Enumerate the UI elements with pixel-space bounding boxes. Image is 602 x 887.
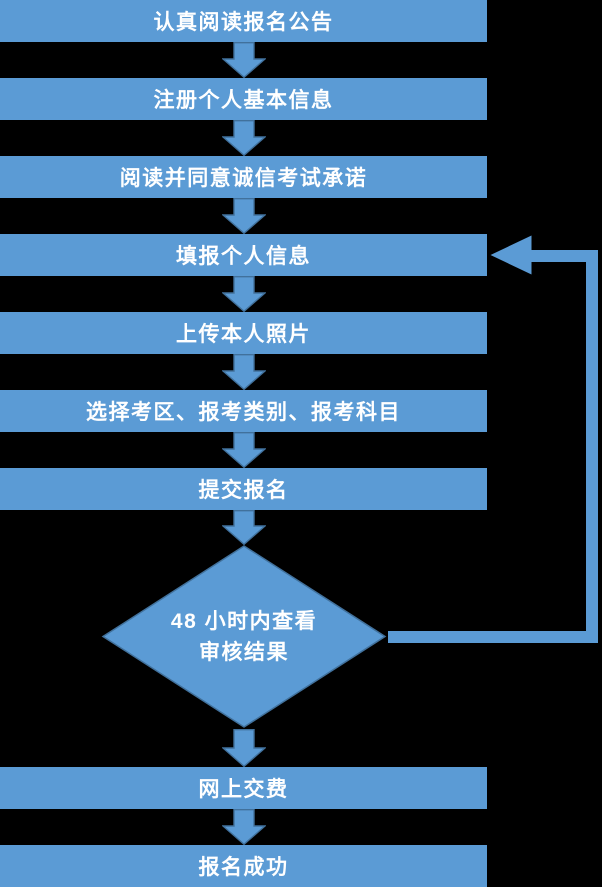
step-label: 选择考区、报考类别、报考科目 xyxy=(86,401,401,424)
decision-label-line1: 48 小时内查看 xyxy=(170,609,318,633)
step-registration-success: 报名成功 xyxy=(0,845,487,887)
decision-label-line2: 审核结果 xyxy=(198,640,289,664)
step-label: 提交报名 xyxy=(198,479,289,502)
loop-arrow-bottom-segment xyxy=(388,631,598,643)
down-arrow-6 xyxy=(222,432,266,468)
diamond-shape xyxy=(101,545,387,728)
down-arrow-2 xyxy=(222,120,266,156)
down-arrow-9 xyxy=(222,809,266,845)
step-label: 网上交费 xyxy=(198,778,289,801)
step-agree-integrity-pledge: 阅读并同意诚信考试承诺 xyxy=(0,156,487,198)
step-register-basic-info: 注册个人基本信息 xyxy=(0,78,487,120)
step-read-announcement: 认真阅读报名公告 xyxy=(0,0,487,42)
step-pay-online: 网上交费 xyxy=(0,767,487,809)
step-fill-personal-info: 填报个人信息 xyxy=(0,234,487,276)
step-label: 填报个人信息 xyxy=(176,245,311,268)
step-upload-photo: 上传本人照片 xyxy=(0,312,487,354)
down-arrow-5 xyxy=(222,354,266,390)
step-select-exam-options: 选择考区、报考类别、报考科目 xyxy=(0,390,487,432)
down-arrow-3 xyxy=(222,198,266,234)
step-label: 上传本人照片 xyxy=(176,323,311,346)
step-label: 认真阅读报名公告 xyxy=(153,11,334,34)
step-label: 阅读并同意诚信考试承诺 xyxy=(119,167,368,190)
down-arrow-1 xyxy=(222,42,266,78)
down-arrow-8 xyxy=(222,729,266,767)
loop-arrow-vertical-segment xyxy=(586,250,598,643)
step-label: 报名成功 xyxy=(198,856,289,879)
down-arrow-4 xyxy=(222,276,266,312)
down-arrow-7 xyxy=(222,510,266,545)
step-submit-registration: 提交报名 xyxy=(0,468,487,510)
loop-arrowhead-icon xyxy=(490,235,532,275)
step-check-review-decision: 48 小时内查看 审核结果 xyxy=(101,544,387,729)
step-label: 注册个人基本信息 xyxy=(153,89,334,112)
decision-label: 48 小时内查看 审核结果 xyxy=(171,606,317,668)
loop-arrow-top-segment xyxy=(530,250,598,262)
